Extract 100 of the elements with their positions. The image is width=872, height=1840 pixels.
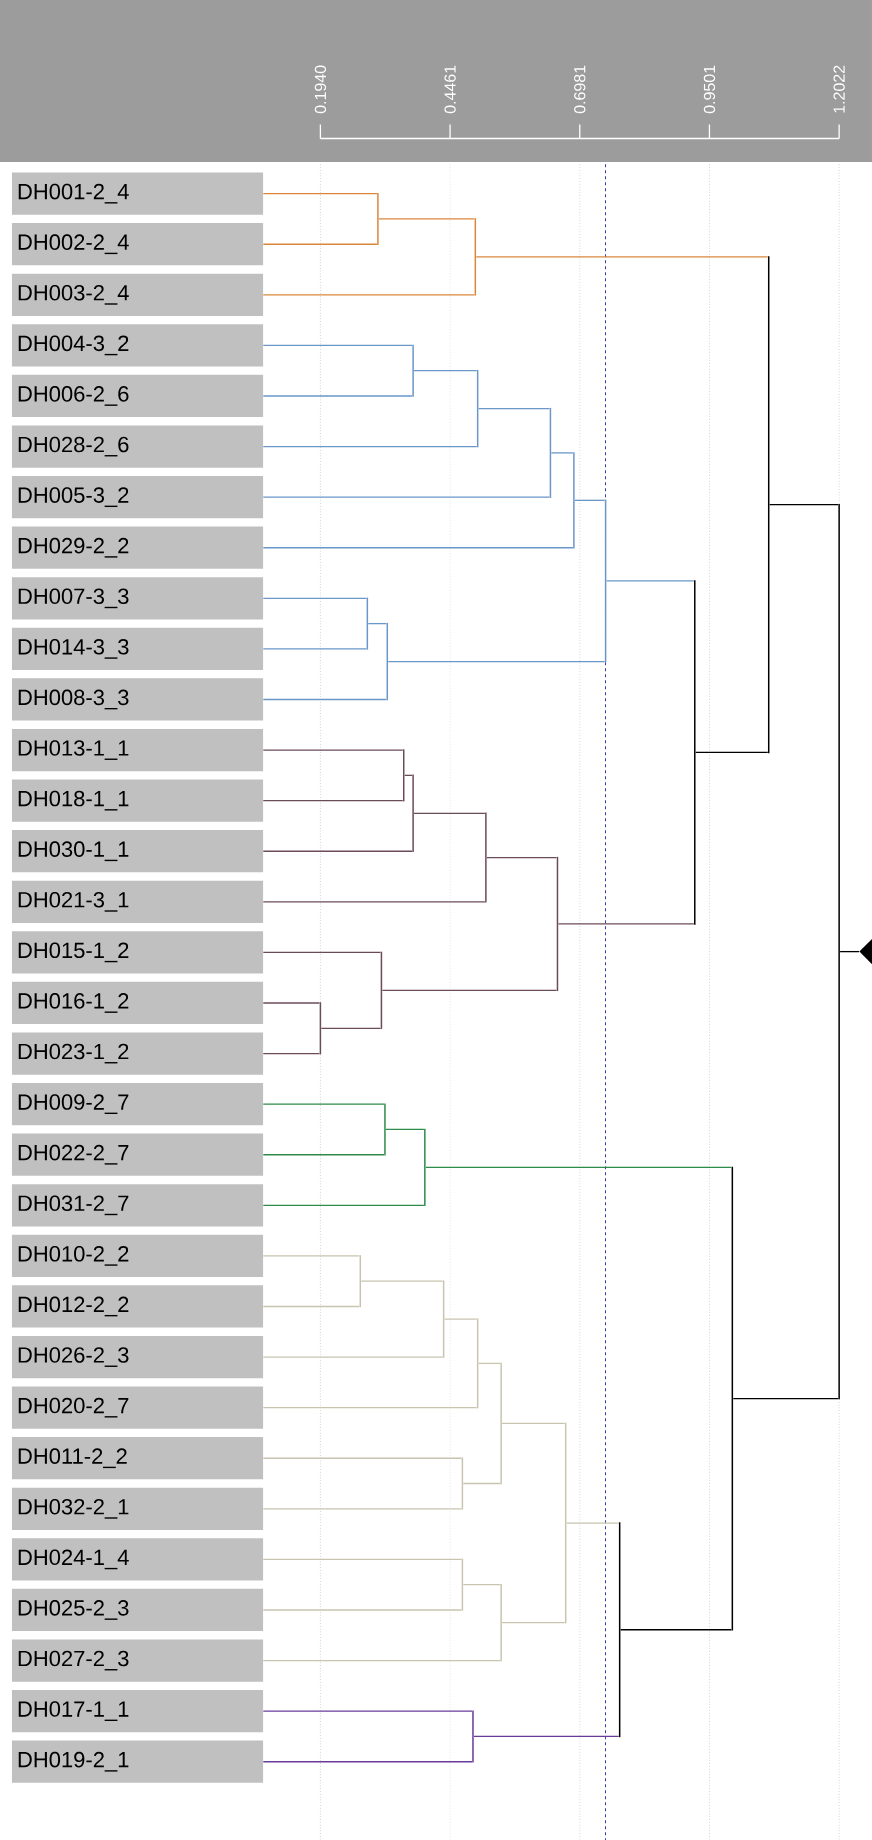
leaf-label: DH009-2_7 <box>11 1083 264 1126</box>
leaf-label: DH027-2_3 <box>11 1639 264 1682</box>
leaf-label: DH018-1_1 <box>11 779 264 822</box>
merge-bar <box>366 597 369 650</box>
leaf-label: DH030-1_1 <box>11 830 264 873</box>
dendrogram-branch <box>262 1204 425 1206</box>
dendrogram-branch <box>262 1609 463 1611</box>
merge-bar <box>564 1422 567 1624</box>
leaf-label: DH004-3_2 <box>11 324 264 367</box>
merge-bar <box>549 407 552 498</box>
merge-bar <box>767 256 770 754</box>
merge-bar <box>380 951 383 1030</box>
leaf-label: DH007-3_3 <box>11 577 264 620</box>
dendrogram-branch <box>262 901 486 903</box>
leaf-label: DH013-1_1 <box>11 728 264 772</box>
leaf-label: DH003-2_4 <box>11 273 264 316</box>
leaf-label: DH011-2_2 <box>11 1437 264 1480</box>
dendrogram-branch <box>387 660 606 663</box>
leaf-label: DH032-2_1 <box>11 1487 264 1530</box>
dendrogram-branch <box>262 800 404 802</box>
leaf-label: DH005-3_2 <box>11 476 264 519</box>
merge-bar <box>461 1457 464 1510</box>
dendrogram-branch <box>360 1280 444 1282</box>
dendrogram-branch <box>381 989 558 991</box>
dendrogram-branch <box>262 445 478 448</box>
leaf-label: DH028-2_6 <box>11 425 264 468</box>
dendrogram-branch <box>262 1558 463 1561</box>
leaf-label: DH024-1_4 <box>11 1538 264 1581</box>
merge-bar <box>604 499 607 663</box>
merge-bar <box>476 1318 479 1409</box>
dendrogram-branch <box>262 1407 478 1409</box>
leaf-label: DH026-2_3 <box>11 1335 264 1379</box>
leaf-label: DH017-1_1 <box>11 1690 264 1733</box>
dendrogram-branch <box>839 950 860 953</box>
leaf-label: DH016-1_2 <box>11 981 264 1025</box>
root-marker <box>859 938 872 965</box>
dendrogram-branch <box>443 1318 478 1320</box>
leaf-label: DH023-1_2 <box>11 1032 264 1075</box>
dendrogram-branch <box>262 749 404 751</box>
scale-label: 0.4461 <box>444 65 456 114</box>
dendrogram-branch <box>262 547 574 549</box>
dendrogram-branch <box>262 1761 473 1763</box>
dendrogram-branch <box>262 294 475 296</box>
dendrogram-branch <box>550 452 574 454</box>
leaf-label: DH025-2_3 <box>11 1588 264 1632</box>
leaf-label: DH001-2_4 <box>11 172 264 215</box>
dendrogram-branch <box>262 496 551 498</box>
dendrogram-branch <box>477 1362 501 1365</box>
scale-label: 0.1940 <box>314 65 327 114</box>
dendrogram-branch <box>378 218 475 220</box>
dendrogram-branch <box>262 698 387 701</box>
dendrogram-branch <box>262 395 413 397</box>
dendrogram-branch <box>413 812 486 814</box>
dendrogram-branch <box>262 193 378 195</box>
dendrogram-branch <box>462 1482 501 1485</box>
leaf-label: DH029-2_2 <box>11 526 264 569</box>
dendrogram-branch <box>262 1457 463 1459</box>
dendrogram-branch <box>605 580 695 582</box>
dendrogram-branch <box>574 499 606 501</box>
dendrogram-branch <box>462 1584 501 1586</box>
merge-bar <box>731 1166 734 1631</box>
leaf-label: DH031-2_7 <box>11 1184 264 1227</box>
merge-bar <box>319 1002 322 1055</box>
leaf-label: DH006-2_6 <box>11 374 264 418</box>
leaf-label: DH020-2_7 <box>11 1386 264 1429</box>
leaf-label: DH010-2_2 <box>11 1234 264 1278</box>
dendrogram-branch <box>262 1103 385 1105</box>
merge-bar <box>556 856 559 992</box>
dendrogram-branch <box>262 1356 444 1358</box>
dendrogram-branch <box>473 1735 620 1738</box>
leaf-label: DH015-1_2 <box>11 931 264 974</box>
dendrogram-branch <box>732 1397 839 1400</box>
dendrogram-branch <box>320 1027 382 1029</box>
dendrogram-branch <box>262 1659 501 1662</box>
dendrogram-branch <box>404 774 413 776</box>
merge-bar <box>442 1280 445 1358</box>
dendrogram-branch <box>367 622 387 625</box>
dendrogram-branch <box>501 1622 566 1624</box>
dendrogram-branch <box>262 850 413 852</box>
dendrogram-branch <box>262 1710 473 1712</box>
dendrogram-branch <box>262 344 413 347</box>
dendrogram-branch <box>262 1508 463 1510</box>
dendrogram-branch <box>619 1629 733 1631</box>
dendrogram-branch <box>413 370 478 372</box>
leaf-label: DH012-2_2 <box>11 1285 264 1328</box>
dendrogram-branch <box>262 951 382 954</box>
dendrogram-branch <box>769 504 839 506</box>
dendrogram-branch <box>475 256 769 258</box>
dendrogram-branch <box>262 1002 321 1004</box>
merge-bar <box>476 369 479 448</box>
dendrogram-branch <box>695 751 769 754</box>
dendrogram-branch <box>557 923 695 925</box>
leaf-label: DH002-2_4 <box>11 223 264 266</box>
merge-bar <box>618 1522 621 1738</box>
leaf-label: DH019-2_1 <box>11 1740 264 1783</box>
leaf-label: DH021-3_1 <box>11 880 264 923</box>
leaf-label: DH014-3_3 <box>11 627 264 671</box>
scale-label: 1.2022 <box>833 65 845 113</box>
scale-label: 0.9501 <box>703 65 716 114</box>
dendrogram-branch <box>262 597 368 599</box>
